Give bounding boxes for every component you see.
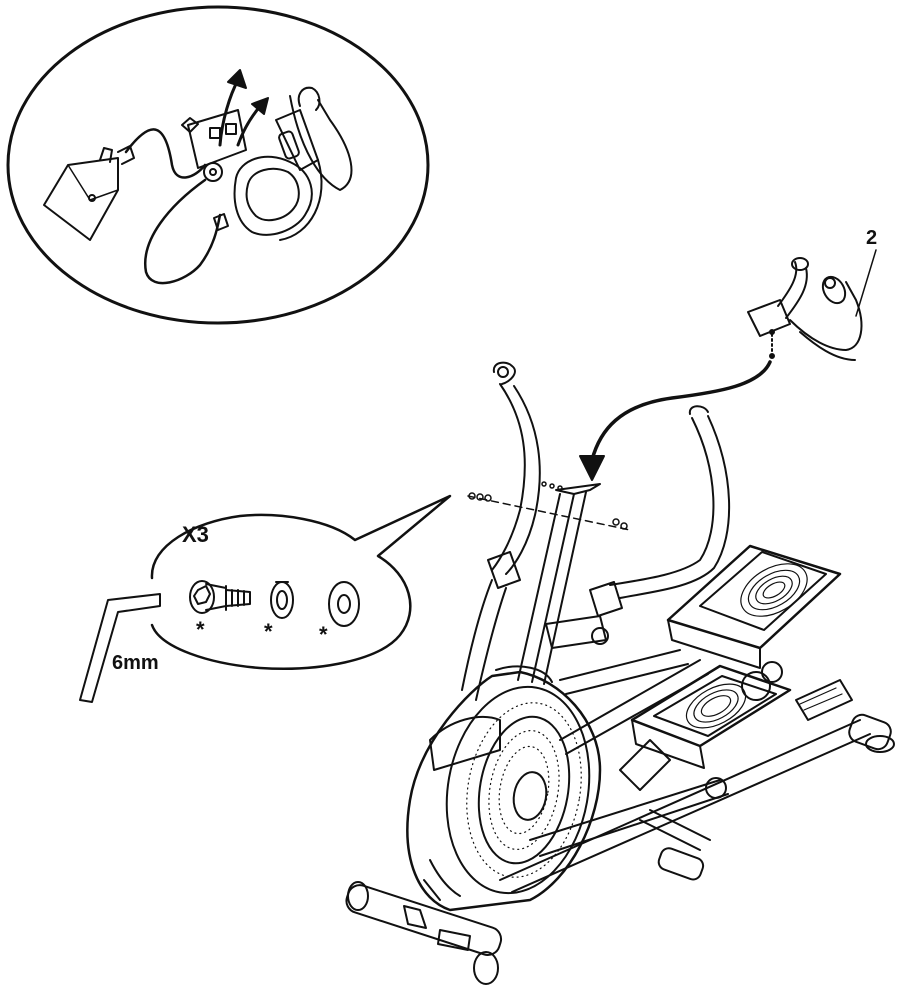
hex-key-icon: [79, 593, 161, 703]
curved-arrow-icon: [579, 360, 772, 481]
bolt-icon: [189, 580, 251, 614]
lock-washer-icon: [270, 581, 294, 619]
wiring-detail-inset: [6, 5, 430, 325]
part-number-label: 2: [866, 227, 878, 249]
flat-washer-icon: [328, 581, 360, 627]
assembly-axis: [467, 481, 631, 531]
lock-washer-mark: *: [264, 619, 273, 644]
elliptical-trainer: [345, 361, 895, 985]
bolt-mark: *: [196, 617, 205, 642]
quantity-label: X3: [182, 522, 209, 547]
upper-handlebar-part: [747, 249, 877, 361]
tool-size-label: 6mm: [112, 652, 159, 674]
flat-washer-mark: *: [319, 622, 328, 647]
hardware-callout: [79, 494, 452, 703]
